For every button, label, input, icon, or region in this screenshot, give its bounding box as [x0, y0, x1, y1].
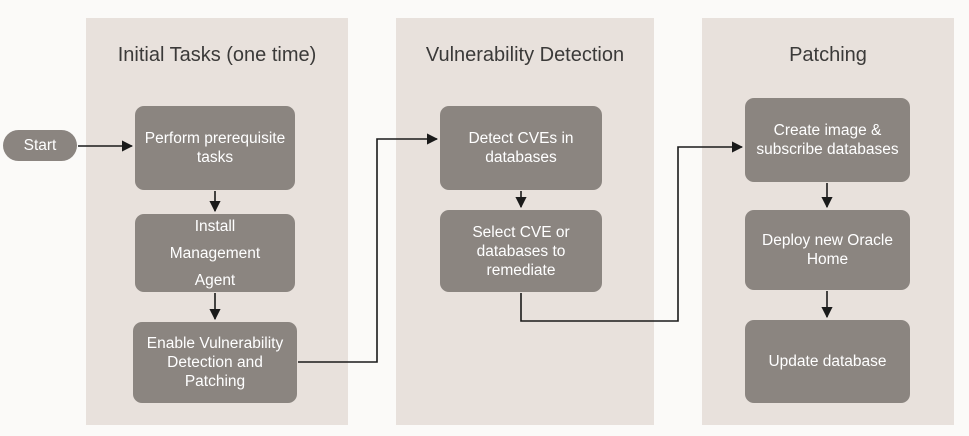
node-select-cve-or-databases-to-remediate[interactable]: Select CVE or databases to remediate [440, 210, 602, 292]
lane-title-vulnerability-detection: Vulnerability Detection [425, 44, 625, 66]
node-perform-prerequisite-tasks[interactable]: Perform prerequisite tasks [135, 106, 295, 190]
node-update-database[interactable]: Update database [745, 320, 910, 403]
node-enable-vulnerability-detection-and-patching[interactable]: Enable Vulnerability Detection and Patch… [133, 322, 297, 403]
start-node[interactable]: Start [3, 130, 77, 161]
node-install-management-agent[interactable]: Install Management Agent [135, 214, 295, 292]
node-deploy-new-oracle-home[interactable]: Deploy new Oracle Home [745, 210, 910, 290]
lane-title-patching: Patching [789, 44, 867, 66]
lane-title-initial-tasks: Initial Tasks (one time) [117, 44, 317, 66]
node-create-image-and-subscribe-databases[interactable]: Create image & subscribe databases [745, 98, 910, 182]
node-detect-cves-in-databases[interactable]: Detect CVEs in databases [440, 106, 602, 190]
